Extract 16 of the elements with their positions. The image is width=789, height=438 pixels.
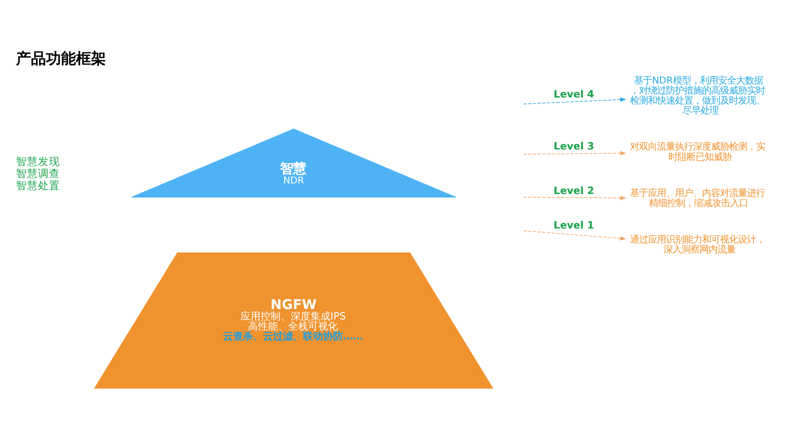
label: 智慧调查 — [16, 166, 60, 180]
node-text: 基于NDR模型，利用安全大数据，对绕过防护措施的高级威胁实时检测和快速处置，做到及时发现、尽早处理 — [630, 75, 766, 117]
arrow — [523, 151, 626, 156]
diagram-title: 产品功能框架 — [16, 50, 106, 68]
node-text: 通过应用识别能力和可视化设计，深入洞察网内流量 — [630, 234, 766, 256]
edge-label: Level 4 — [554, 89, 594, 100]
arrow — [523, 98, 626, 104]
arrow — [523, 196, 626, 200]
label: 智慧发现 — [16, 154, 60, 168]
edge-label: Level 1 — [554, 220, 594, 232]
arrow — [523, 230, 626, 240]
edge-label: Level 2 — [554, 186, 594, 197]
edge-label: Level 3 — [554, 142, 594, 153]
node-text: 对双向流量执行深度威胁检测，实时阻断已知威胁 — [630, 142, 766, 163]
label: 智慧处置 — [16, 179, 60, 192]
node-text: 基于应用、用户、内容对流量进行精细控制，缩减攻击入口 — [630, 188, 766, 210]
